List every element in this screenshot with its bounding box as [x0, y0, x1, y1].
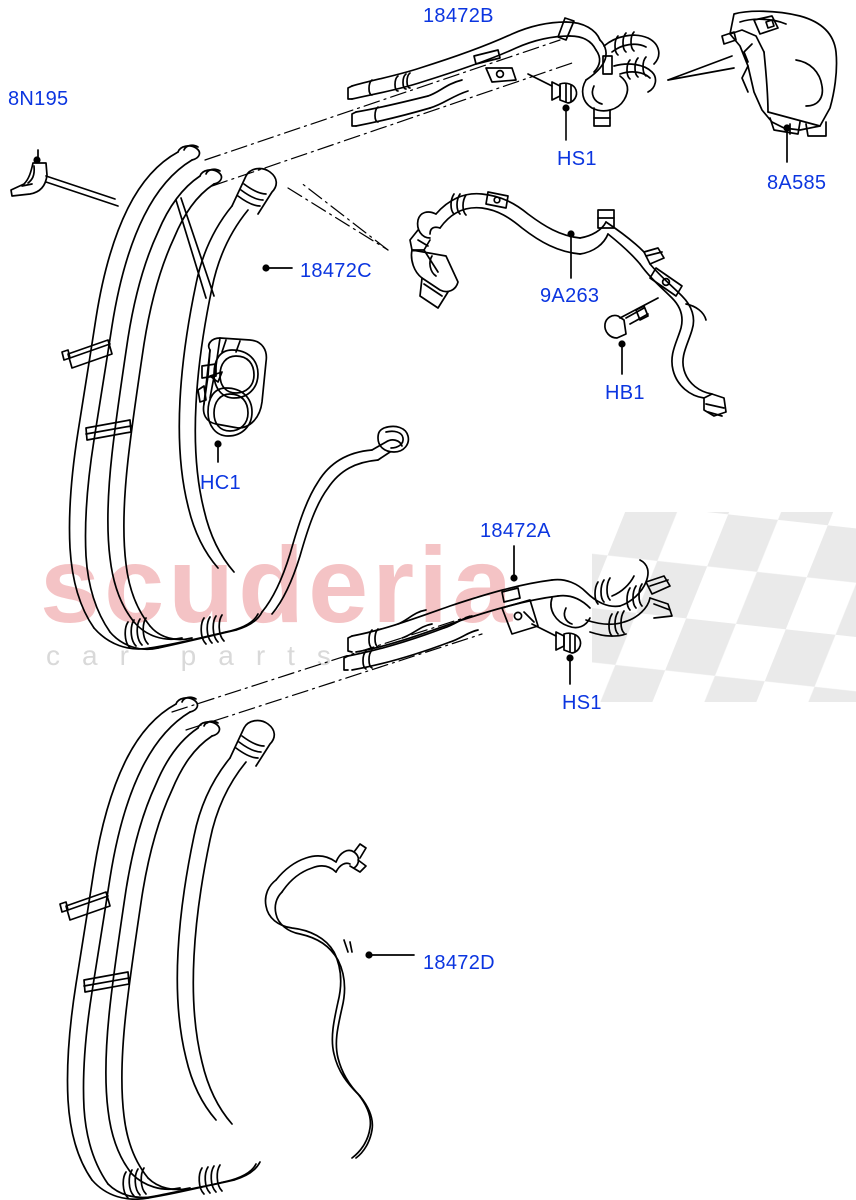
- part-18472A-hose-assembly: [343, 545, 673, 685]
- callout-8A585[interactable]: 8A585: [767, 172, 827, 194]
- part-18472B-hose-assembly: [347, 17, 660, 127]
- callout-18472D[interactable]: 18472D: [423, 952, 495, 974]
- hose-branch-lower-right: [264, 843, 415, 1159]
- part-8N195-bracket: [10, 149, 119, 207]
- part-HS1-bolt-upper: [527, 73, 578, 141]
- callout-8N195[interactable]: 8N195: [8, 88, 69, 110]
- callout-18472A[interactable]: 18472A: [480, 520, 551, 542]
- callout-HB1[interactable]: HB1: [605, 382, 645, 404]
- part-9A263-hose-valve: [409, 191, 727, 417]
- callout-18472C[interactable]: 18472C: [300, 260, 372, 282]
- part-18472D-hose-group: [59, 696, 276, 1200]
- callout-18472B[interactable]: 18472B: [423, 5, 494, 27]
- hose-branch-mid-left: [261, 425, 410, 615]
- callout-9A263[interactable]: 9A263: [540, 285, 600, 307]
- part-8A585-reservoir-tank: [667, 10, 838, 163]
- part-HC1-twin-clamp: [197, 337, 268, 463]
- callout-HS1-upper[interactable]: HS1: [557, 148, 597, 170]
- brand-tagline-watermark: car parts: [46, 640, 353, 671]
- callout-HC1[interactable]: HC1: [200, 472, 241, 494]
- brand-watermark: scuderia: [40, 524, 517, 645]
- part-18472C-hose-group: [61, 144, 293, 651]
- alignment-dashdot-lines: [171, 39, 576, 731]
- callout-HS1-lower[interactable]: HS1: [562, 692, 602, 714]
